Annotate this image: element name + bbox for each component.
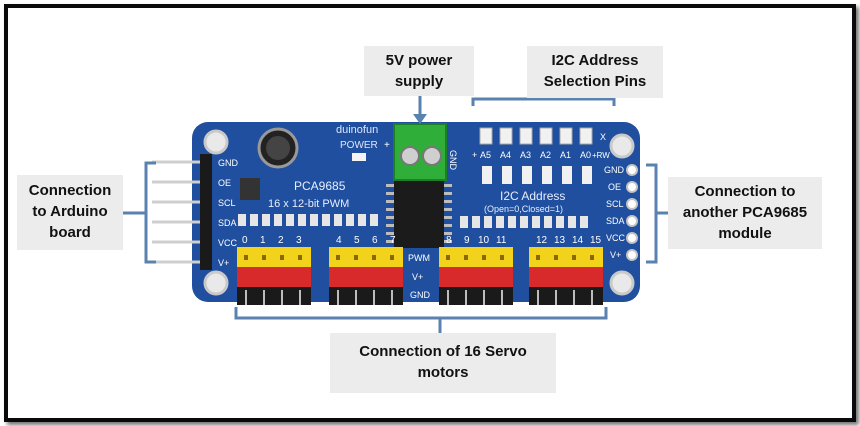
address-pin-label: A1 <box>560 150 571 160</box>
left-pin-label: OE <box>218 178 231 188</box>
power-label: POWER <box>340 140 378 151</box>
row-label-vplus: V+ <box>412 272 423 282</box>
address-pads <box>479 127 593 145</box>
left-pin-wires <box>152 160 205 264</box>
channel-numbers: 0 1 2 3 4 5 6 7 8 9 10 11 12 13 14 15 <box>242 235 602 246</box>
bracket-bottom <box>234 307 608 320</box>
mount-hole-tr <box>609 133 635 159</box>
callout-brackets <box>123 96 668 333</box>
channel-number: 9 <box>464 235 470 246</box>
terminal-gnd-label: GND <box>448 150 458 171</box>
right-pin-label: SDA <box>606 216 625 226</box>
address-pin-label: A4 <box>500 150 511 160</box>
address-x-label: X <box>600 132 606 142</box>
left-pin-labels: GND OE SCL SDA VCC V+ <box>218 158 239 268</box>
left-pin-header <box>200 154 212 270</box>
terminal-plus-label: + <box>384 140 390 151</box>
capacitor-top <box>266 136 290 160</box>
pca9685-chip <box>394 178 444 248</box>
right-pin-label: SCL <box>606 199 624 209</box>
header-row-labels: PWM V+ GND <box>408 253 431 300</box>
terminal-screw-1 <box>400 146 420 166</box>
channel-number: 0 <box>242 235 248 246</box>
left-pin-label: VCC <box>218 238 238 248</box>
resistor-array-left <box>238 214 378 226</box>
board-brand: duinofun <box>336 124 378 136</box>
bracket-right <box>646 163 658 264</box>
channel-number: 7 <box>390 235 396 246</box>
address-pin-labels: A5 A4 A3 A2 A1 A0 <box>480 150 591 160</box>
mount-hole-tl <box>203 129 229 155</box>
right-pin-label: VCC <box>606 233 626 243</box>
servo-header-group-4-7 <box>329 247 403 305</box>
channel-number: 12 <box>536 235 548 246</box>
channel-number: 5 <box>354 235 360 246</box>
address-pin-label: A2 <box>540 150 551 160</box>
bracket-left <box>144 161 156 264</box>
callout-arduino: Connection to Arduino board <box>17 175 123 250</box>
channel-number: 15 <box>590 235 602 246</box>
i2c-bracket <box>471 97 616 106</box>
left-pin-label: SDA <box>218 218 237 228</box>
terminal-screw-2 <box>422 146 442 166</box>
right-pin-label: OE <box>608 182 621 192</box>
i2c-address-sub: (Open=0,Closed=1) <box>484 204 563 214</box>
board-model: PCA9685 <box>294 179 346 193</box>
channel-number: 14 <box>572 235 584 246</box>
channel-number: 2 <box>278 235 284 246</box>
board-subtitle: 16 x 12-bit PWM <box>268 198 349 210</box>
address-pin-label: A0 <box>580 150 591 160</box>
arrow-power-head <box>413 114 427 124</box>
channel-number: 6 <box>372 235 378 246</box>
callout-another-module: Connection to another PCA9685 module <box>668 177 822 249</box>
mount-hole-bl <box>203 270 229 296</box>
small-ic <box>240 178 260 200</box>
channel-number: 3 <box>296 235 302 246</box>
right-pin-holes <box>626 164 638 261</box>
row-label-gnd: GND <box>410 290 431 300</box>
left-pin-label: GND <box>218 158 239 168</box>
chip-legs <box>386 184 452 243</box>
channel-number: 1 <box>260 235 266 246</box>
mount-hole-br <box>609 270 635 296</box>
address-pin-label: A3 <box>520 150 531 160</box>
address-pin-label: A5 <box>480 150 491 160</box>
callout-power-supply: 5V power supply <box>364 46 474 96</box>
servo-header-group-12-15 <box>529 247 603 305</box>
servo-header-group-0-3 <box>237 247 311 305</box>
servo-header-group-8-11 <box>439 247 513 305</box>
channel-number: 8 <box>446 235 452 246</box>
channel-number: 10 <box>478 235 490 246</box>
resistor-array-right <box>460 216 588 228</box>
i2c-address-label: I2C Address <box>500 189 565 203</box>
power-led <box>352 153 366 161</box>
row-label-pwm: PWM <box>408 253 430 263</box>
left-pin-label: SCL <box>218 198 236 208</box>
channel-number: 13 <box>554 235 566 246</box>
right-pin-label: V+ <box>610 250 621 260</box>
right-pin-labels: GND OE SCL SDA VCC V+ <box>604 165 626 260</box>
address-prefix: + <box>472 150 477 160</box>
address-suffix: +RW <box>592 151 610 160</box>
callout-i2c-address: I2C Address Selection Pins <box>527 46 663 98</box>
channel-number: 11 <box>496 235 507 246</box>
address-resistors <box>482 166 592 184</box>
callout-servo-motors: Connection of 16 Servo motors <box>330 333 556 393</box>
channel-number: 4 <box>336 235 342 246</box>
left-pin-label: V+ <box>218 258 229 268</box>
right-pin-label: GND <box>604 165 625 175</box>
